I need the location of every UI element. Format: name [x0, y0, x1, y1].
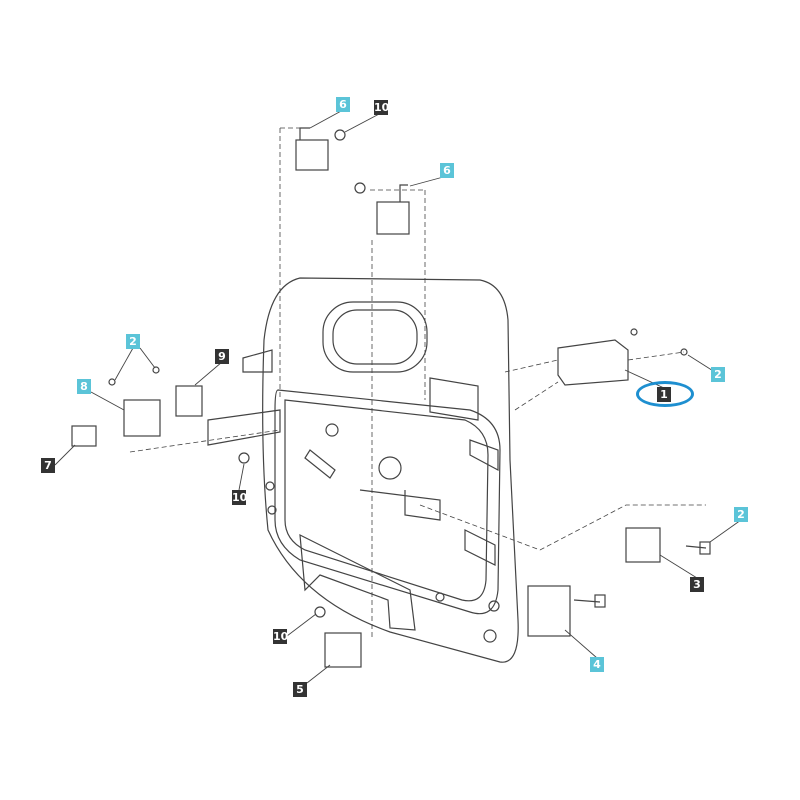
module-1 — [557, 339, 629, 386]
callout-1[interactable]: 1 — [657, 387, 671, 402]
callout-2[interactable]: 2 — [711, 367, 725, 382]
parts — [71, 127, 711, 668]
relay-3 — [625, 527, 661, 563]
callout-4[interactable]: 4 — [590, 657, 604, 672]
panel — [207, 277, 519, 663]
assembly-lines — [129, 127, 706, 640]
nut-10-bottom — [314, 606, 326, 618]
callout-10[interactable]: 10 — [232, 490, 248, 505]
relay-8 — [123, 399, 161, 437]
callout-7[interactable]: 7 — [41, 458, 55, 473]
callout-2[interactable]: 2 — [734, 507, 748, 522]
callout-8[interactable]: 8 — [77, 379, 91, 394]
nut-10-left — [238, 452, 250, 464]
callout-6[interactable]: 6 — [440, 163, 454, 178]
relay-6-second — [376, 201, 410, 235]
relay-7 — [71, 425, 97, 447]
callout-10[interactable]: 10 — [374, 100, 390, 115]
nut-10-top — [334, 129, 346, 141]
relay-6-top — [295, 139, 329, 171]
callout-2[interactable]: 2 — [126, 334, 140, 349]
relay-5 — [324, 632, 362, 668]
relay-4 — [527, 585, 571, 637]
callout-3[interactable]: 3 — [690, 577, 704, 592]
callout-6[interactable]: 6 — [336, 97, 350, 112]
relay-9 — [175, 385, 203, 417]
callout-10[interactable]: 10 — [273, 629, 289, 644]
highlight-ring — [636, 381, 694, 407]
callout-5[interactable]: 5 — [293, 682, 307, 697]
callout-9[interactable]: 9 — [215, 349, 229, 364]
